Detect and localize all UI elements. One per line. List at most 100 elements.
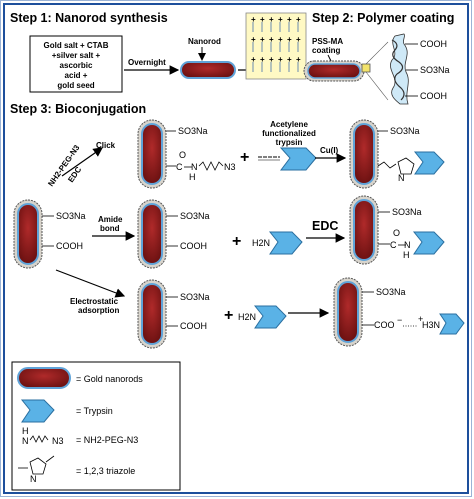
peg-chain-row1 <box>198 161 224 171</box>
reagent-line-3: ascorbic <box>60 61 93 70</box>
acetylene-label-3: trypsin <box>276 138 303 147</box>
polymer-so3na: SO3Na <box>420 65 450 75</box>
rod-row1-functionalized <box>137 119 167 189</box>
n-label-row2c: N <box>404 240 411 250</box>
pss-ma-label-1: PSS-MA <box>312 37 343 46</box>
coated-nanorod <box>307 63 361 79</box>
cooh-row3a: COOH <box>180 321 207 331</box>
svg-text:+: + <box>278 35 283 44</box>
edc-label-row2: EDC <box>312 219 338 233</box>
minus-sign-row3b: − <box>397 315 402 325</box>
nanorod-step1 <box>180 61 236 79</box>
coo-minus-row3b: COO <box>374 320 395 330</box>
svg-text:+: + <box>287 55 292 64</box>
polymer-strip <box>390 33 409 105</box>
so3na-row3b: SO3Na <box>376 287 406 297</box>
arrow-to-click <box>61 147 103 177</box>
step1-heading: Step 1: Nanorod synthesis <box>10 11 168 25</box>
so3na-row2b: SO3Na <box>180 211 210 221</box>
ctab-bilayer-inset: + +++++ ++++++ ++++++ <box>245 12 307 80</box>
svg-text:+: + <box>287 15 292 24</box>
svg-text:+: + <box>260 35 265 44</box>
plus-row2: + <box>232 233 241 250</box>
step2-heading: Step 2: Polymer coating <box>312 11 454 25</box>
reagent-line-1: Gold salt + CTAB <box>44 41 109 50</box>
so3na-row1b: SO3Na <box>390 126 420 136</box>
step3-heading: Step 3: Bioconjugation <box>10 102 146 116</box>
svg-text:+: + <box>278 55 283 64</box>
h-label-row1: H <box>189 172 196 182</box>
trypsin-row1 <box>279 147 317 171</box>
svg-text:+: + <box>269 55 274 64</box>
svg-text:+: + <box>260 15 265 24</box>
cooh-row2a: COOH <box>56 241 83 251</box>
triazole-row1b <box>397 157 415 175</box>
trypsin-row3b <box>439 313 465 335</box>
acetylene-label-2: functionalized <box>262 129 316 138</box>
so3na-row1: SO3Na <box>178 126 208 136</box>
polymer-cooh-top: COOH <box>420 39 447 49</box>
trypsin-row1b <box>413 151 445 175</box>
zoom-line-bottom <box>365 71 389 101</box>
rod-row2-start <box>13 199 43 269</box>
svg-text:+: + <box>251 35 256 44</box>
reagent-line-2: +silver salt + <box>52 51 101 60</box>
legend-rod-icon <box>17 367 71 389</box>
plus-row3: + <box>224 307 233 324</box>
svg-text:+: + <box>251 55 256 64</box>
o-label-row2c: O <box>393 228 400 238</box>
amide-label-1: Amide <box>98 215 123 224</box>
acetylene-label-1: Acetylene <box>270 120 308 129</box>
trypsin-row2c <box>412 231 445 255</box>
overnight-label: Overnight <box>128 58 166 67</box>
click-label: Click <box>96 141 116 150</box>
legend-nh2-peg-n3: = NH2-PEG-N3 <box>76 435 138 445</box>
svg-text:+: + <box>269 35 274 44</box>
rod-row2-end <box>349 195 379 265</box>
legend-gold-nanorods: = Gold nanorods <box>76 374 143 384</box>
svg-text:+: + <box>278 15 283 24</box>
rod-row2-middle <box>137 199 167 269</box>
plus-sign-row3b: + <box>418 314 423 324</box>
nanorod-label: Nanorod <box>188 37 221 46</box>
c-label-row1: C <box>176 162 183 172</box>
rod-row1-conjugated <box>349 119 379 189</box>
h2n-row2: H2N <box>252 238 270 248</box>
svg-text:+: + <box>296 55 301 64</box>
legend-trypsin-icon <box>20 399 55 423</box>
polymer-cooh-bottom: COOH <box>420 91 447 101</box>
h2n-row3: H2N <box>238 312 256 322</box>
legend-peg-icon: H N N3 <box>22 426 64 446</box>
h3n-row3b: H3N <box>422 320 440 330</box>
figure-border <box>3 3 469 494</box>
electrostatic-label-2: adsorption <box>78 306 119 315</box>
n-label-row1: N <box>191 162 198 172</box>
electrostatic-arrow <box>55 269 126 298</box>
cooh-row2b: COOH <box>180 241 207 251</box>
edc-label-row1: EDC <box>66 165 83 184</box>
legend-triazole: = 1,2,3 triazole <box>76 466 135 476</box>
svg-text:+: + <box>296 35 301 44</box>
trypsin-row2 <box>268 231 303 255</box>
reagent-line-4: acid + <box>65 71 88 80</box>
pss-ma-label-2: coating <box>312 46 341 55</box>
so3na-row2c: SO3Na <box>392 207 422 217</box>
h-label-row2c: H <box>403 250 410 260</box>
so3na-row3a: SO3Na <box>180 292 210 302</box>
svg-text:N3: N3 <box>52 436 64 446</box>
legend-triazole-icon: N <box>18 455 55 484</box>
rod-row3-end <box>333 277 363 347</box>
reagent-line-5: gold seed <box>57 81 94 90</box>
svg-text:H: H <box>22 426 29 436</box>
svg-text:+: + <box>287 35 292 44</box>
svg-text:+: + <box>269 15 274 24</box>
trypsin-row3 <box>253 305 287 329</box>
plus-row1: + <box>240 149 249 166</box>
svg-text:N: N <box>30 474 37 484</box>
triazole-n-row1b: N <box>398 173 405 183</box>
n3-row1: N3 <box>224 162 236 172</box>
so3na-row2a: SO3Na <box>56 211 86 221</box>
plus-sign: + <box>251 15 256 24</box>
c-label-row2c: C <box>390 240 397 250</box>
